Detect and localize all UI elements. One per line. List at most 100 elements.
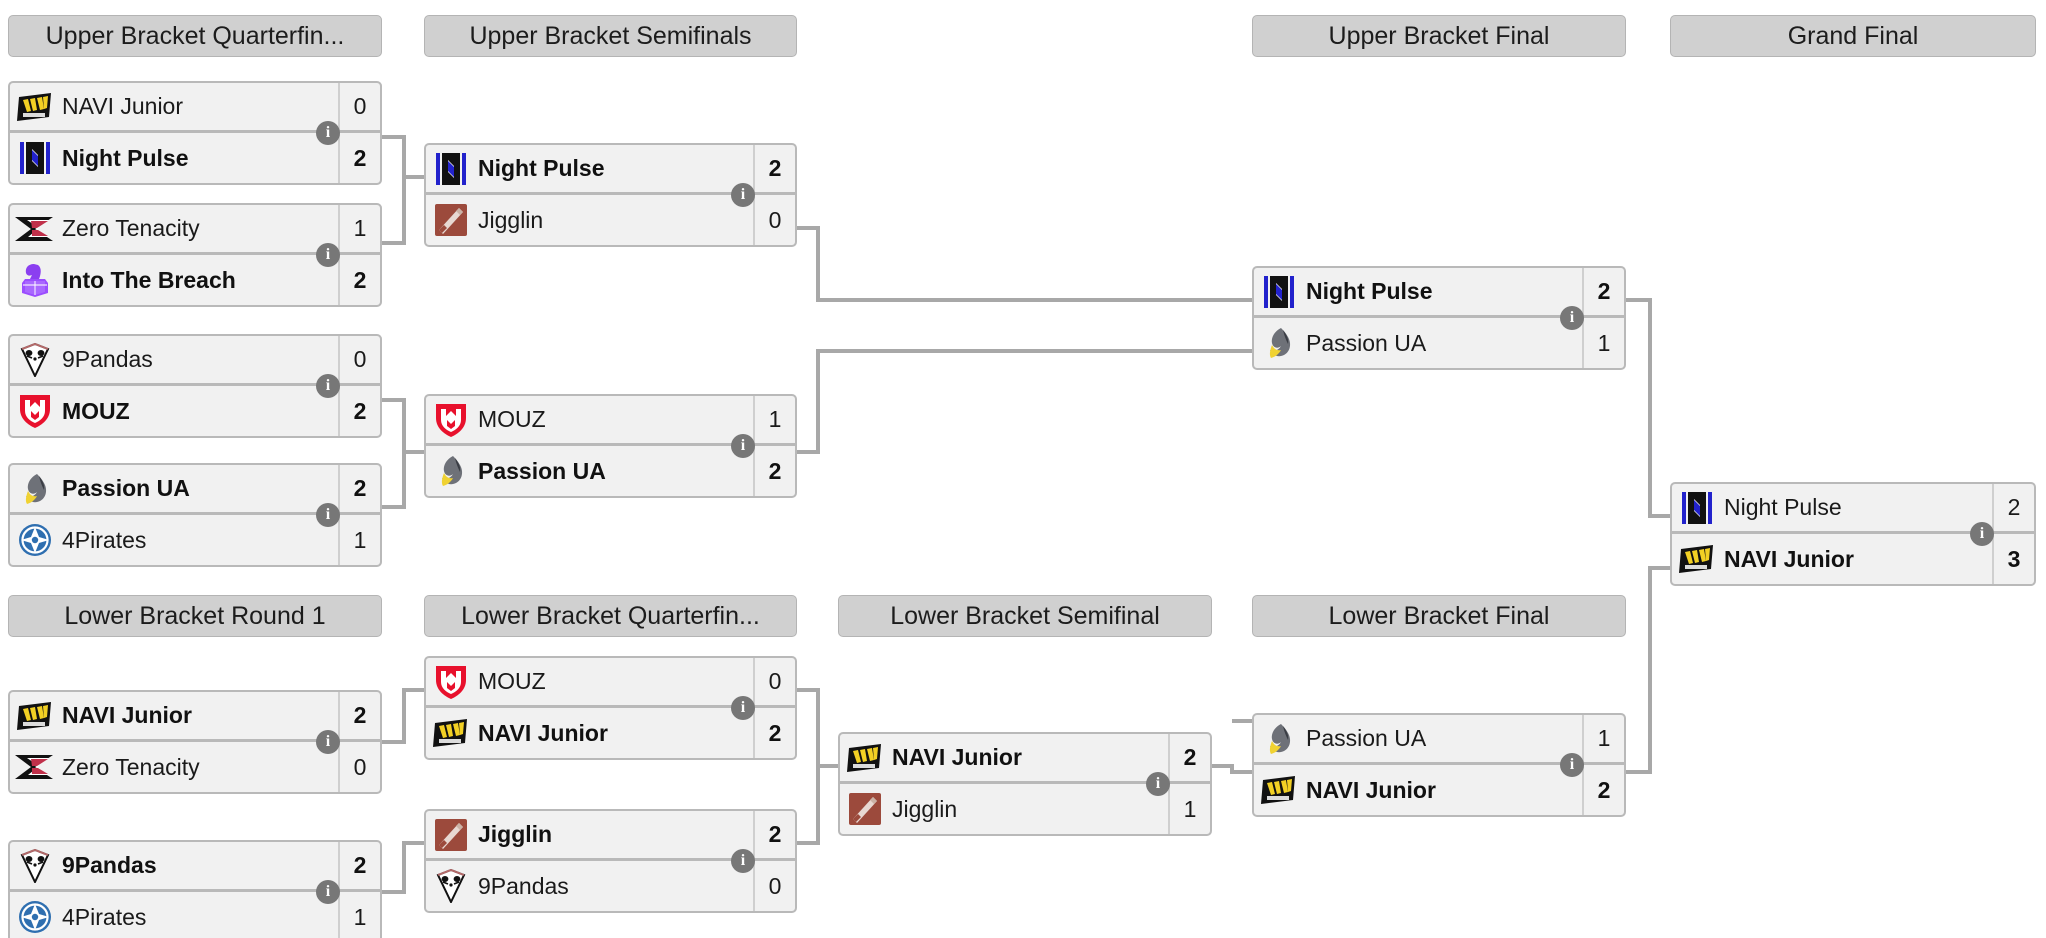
round-header-upper-bracket-final[interactable]: Upper Bracket Final (1252, 15, 1626, 57)
match-row[interactable]: 4Pirates 1 (10, 515, 380, 565)
team-name: NAVI Junior (1306, 776, 1436, 803)
match-row[interactable]: MOUZ 1 (426, 396, 795, 446)
night-pulse-logo (1672, 483, 1722, 533)
round-header-lower-bracket-quarterfinals[interactable]: Lower Bracket Quarterfin... (424, 595, 797, 637)
match-row[interactable]: MOUZ 2 (10, 386, 380, 436)
navi-junior-logo (1672, 534, 1722, 584)
round-header-grand-final[interactable]: Grand Final (1670, 15, 2036, 57)
team-name: Zero Tenacity (62, 215, 200, 241)
mouz-logo (426, 657, 476, 707)
match-ubqf2[interactable]: Zero Tenacity 1 Into The Breach 2 i (8, 203, 382, 307)
team-name: Passion UA (1306, 329, 1427, 356)
match-row[interactable]: Into The Breach 2 (10, 255, 380, 305)
match-lbf1[interactable]: Passion UA 1 NAVI Junior 2 i (1252, 713, 1626, 817)
team-score: 2 (1582, 268, 1624, 315)
match-info-icon[interactable]: i (316, 730, 340, 754)
match-row[interactable]: Zero Tenacity 1 (10, 205, 380, 255)
match-info-icon[interactable]: i (316, 243, 340, 267)
4pirates-logo (10, 892, 60, 938)
match-row[interactable]: NAVI Junior 2 (840, 734, 1210, 784)
match-row[interactable]: NAVI Junior 2 (10, 692, 380, 742)
match-info-icon[interactable]: i (1146, 772, 1170, 796)
team-name: NAVI Junior (62, 93, 184, 119)
match-row[interactable]: Passion UA 2 (426, 446, 795, 496)
match-row[interactable]: Night Pulse 2 (1672, 484, 2034, 534)
match-row[interactable]: 9Pandas 0 (10, 336, 380, 386)
match-row[interactable]: NAVI Junior 2 (1254, 765, 1624, 815)
round-header-label: Lower Bracket Quarterfin... (461, 601, 760, 630)
match-row[interactable]: 9Pandas 2 (10, 842, 380, 892)
team-score: 0 (338, 742, 380, 792)
match-info-icon[interactable]: i (731, 696, 755, 720)
match-row[interactable]: NAVI Junior 3 (1672, 534, 2034, 584)
match-lbqf1[interactable]: MOUZ 0 NAVI Junior 2 i (424, 656, 797, 760)
match-info-icon[interactable]: i (1970, 522, 1994, 546)
match-lbsf1[interactable]: NAVI Junior 2 Jigglin 1 i (838, 732, 1212, 836)
match-info-icon[interactable]: i (316, 880, 340, 904)
match-ubsf1[interactable]: Night Pulse 2 Jigglin 0 i (424, 143, 797, 247)
match-info-icon[interactable]: i (316, 121, 340, 145)
round-header-upper-bracket-semifinals[interactable]: Upper Bracket Semifinals (424, 15, 797, 57)
team-name: Passion UA (1306, 725, 1427, 751)
into-the-breach-logo (10, 255, 60, 305)
match-row[interactable]: Passion UA 1 (1254, 715, 1624, 765)
team-name: Zero Tenacity (62, 753, 200, 780)
9pandas-logo (10, 841, 60, 891)
team-score: 2 (338, 255, 380, 305)
match-row[interactable]: Jigglin 0 (426, 195, 795, 245)
match-row[interactable]: Night Pulse 2 (426, 145, 795, 195)
match-row[interactable]: Passion UA 2 (10, 465, 380, 515)
team-name: Night Pulse (62, 144, 189, 171)
team-name: Passion UA (62, 475, 190, 501)
round-header-lower-bracket-semifinal[interactable]: Lower Bracket Semifinal (838, 595, 1212, 637)
round-header-upper-bracket-quarterfinals[interactable]: Upper Bracket Quarterfin... (8, 15, 382, 57)
match-ubf1[interactable]: Night Pulse 2 Passion UA 1 i (1252, 266, 1626, 370)
match-ubqf3[interactable]: 9Pandas 0 MOUZ 2 i (8, 334, 382, 438)
match-row[interactable]: Night Pulse 2 (10, 133, 380, 183)
match-info-icon[interactable]: i (316, 503, 340, 527)
team-score: 2 (753, 446, 795, 496)
navi-junior-logo (10, 691, 60, 741)
round-header-label: Upper Bracket Semifinals (469, 21, 752, 50)
match-lbr1a[interactable]: NAVI Junior 2 Zero Tenacity 0 i (8, 690, 382, 794)
team-score: 2 (338, 133, 380, 183)
team-score: 2 (753, 811, 795, 858)
team-score: 1 (338, 515, 380, 565)
passion-ua-logo (1254, 318, 1304, 368)
match-info-icon[interactable]: i (731, 183, 755, 207)
match-row[interactable]: Passion UA 1 (1254, 318, 1624, 368)
match-ubsf2[interactable]: MOUZ 1 Passion UA 2 i (424, 394, 797, 498)
team-name: 4Pirates (62, 526, 147, 553)
match-info-icon[interactable]: i (731, 434, 755, 458)
match-info-icon[interactable]: i (1560, 753, 1584, 777)
match-row[interactable]: Jigglin 1 (840, 784, 1210, 834)
match-lbqf2[interactable]: Jigglin 2 9Pandas 0 i (424, 809, 797, 913)
team-name: MOUZ (62, 397, 130, 424)
match-row[interactable]: 9Pandas 0 (426, 861, 795, 911)
match-info-icon[interactable]: i (316, 374, 340, 398)
match-info-icon[interactable]: i (1560, 306, 1584, 330)
night-pulse-logo (1254, 267, 1304, 317)
match-lbr1b[interactable]: 9Pandas 2 4Pirates 1 i (8, 840, 382, 938)
team-score: 2 (1168, 734, 1210, 781)
match-row[interactable]: 4Pirates 1 (10, 892, 380, 938)
match-row[interactable]: Zero Tenacity 0 (10, 742, 380, 792)
team-name: NAVI Junior (892, 744, 1022, 770)
team-name: Night Pulse (1724, 494, 1842, 520)
team-score: 2 (753, 145, 795, 192)
team-score: 0 (338, 336, 380, 383)
match-row[interactable]: Night Pulse 2 (1254, 268, 1624, 318)
match-info-icon[interactable]: i (731, 849, 755, 873)
match-gf1[interactable]: Night Pulse 2 NAVI Junior 3 i (1670, 482, 2036, 586)
round-header-lower-bracket-final[interactable]: Lower Bracket Final (1252, 595, 1626, 637)
match-ubqf1[interactable]: NAVI Junior 0 Night Pulse 2 i (8, 81, 382, 185)
round-header-lower-bracket-round-1[interactable]: Lower Bracket Round 1 (8, 595, 382, 637)
team-name: Passion UA (478, 457, 606, 484)
match-row[interactable]: MOUZ 0 (426, 658, 795, 708)
match-row[interactable]: NAVI Junior 0 (10, 83, 380, 133)
9pandas-logo (10, 335, 60, 385)
match-ubqf4[interactable]: Passion UA 2 4Pirates 1 i (8, 463, 382, 567)
team-name: Jigglin (478, 206, 544, 233)
match-row[interactable]: Jigglin 2 (426, 811, 795, 861)
match-row[interactable]: NAVI Junior 2 (426, 708, 795, 758)
